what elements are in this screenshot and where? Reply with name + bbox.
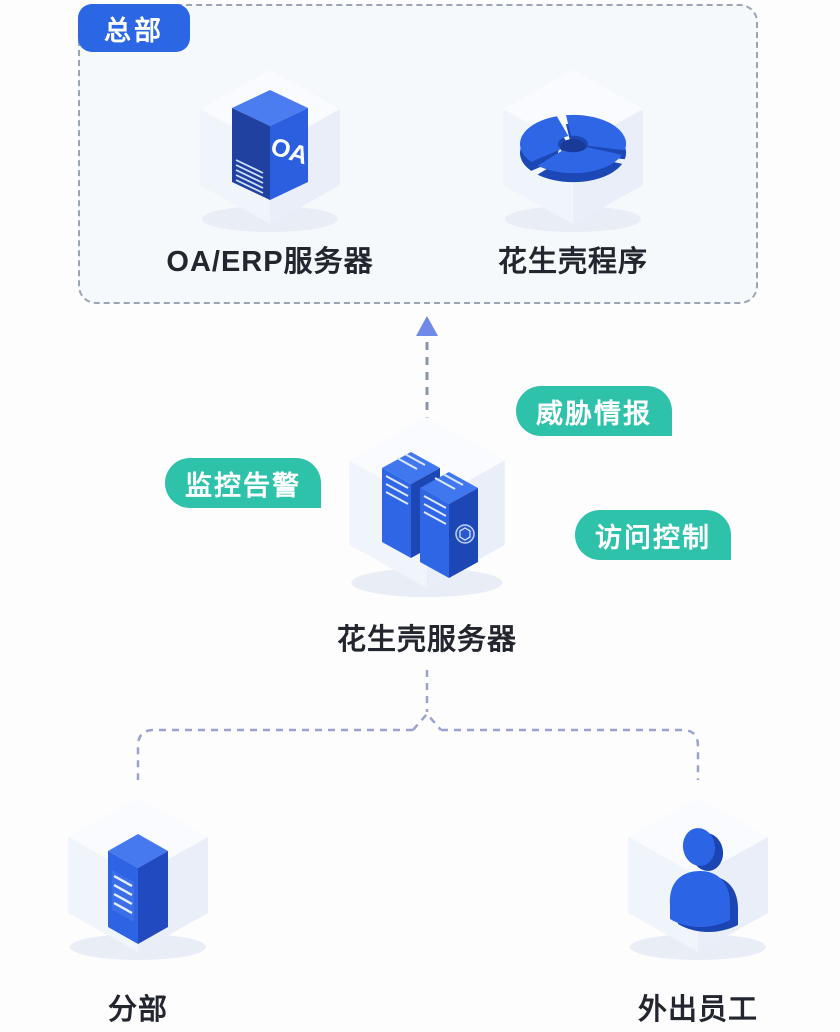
- uplink-arrow: [416, 316, 438, 432]
- node-peanut-shell-app: 花生壳程序: [433, 60, 713, 280]
- node-label: OA/ERP服务器: [166, 246, 374, 278]
- node-oa-erp-server: OA OA/ERP服务器: [130, 60, 410, 280]
- badge-monitor-alert: 监控告警: [165, 458, 321, 508]
- peanut-shell-app-icon: [503, 70, 643, 232]
- branch-server-icon: [68, 798, 208, 960]
- node-field-staff: 外出员工: [578, 788, 818, 1028]
- node-gateway-server: 花生壳服务器: [277, 406, 577, 658]
- person-icon: [628, 798, 768, 960]
- headquarters-group: 总部: [78, 4, 758, 304]
- gateway-server-icon: [349, 417, 505, 598]
- node-label: 花生壳程序: [497, 246, 648, 278]
- badge-access-control: 访问控制: [575, 510, 731, 560]
- node-label: 花生壳服务器: [336, 624, 517, 656]
- badge-threat-intel: 威胁情报: [516, 386, 672, 436]
- node-label: 分部: [107, 994, 168, 1026]
- node-branch-office: 分部: [18, 788, 258, 1028]
- headquarters-tag: 总部: [78, 4, 190, 52]
- branch-connector: [136, 670, 700, 780]
- node-label: 外出员工: [637, 994, 758, 1026]
- oa-erp-server-icon: OA: [200, 70, 340, 232]
